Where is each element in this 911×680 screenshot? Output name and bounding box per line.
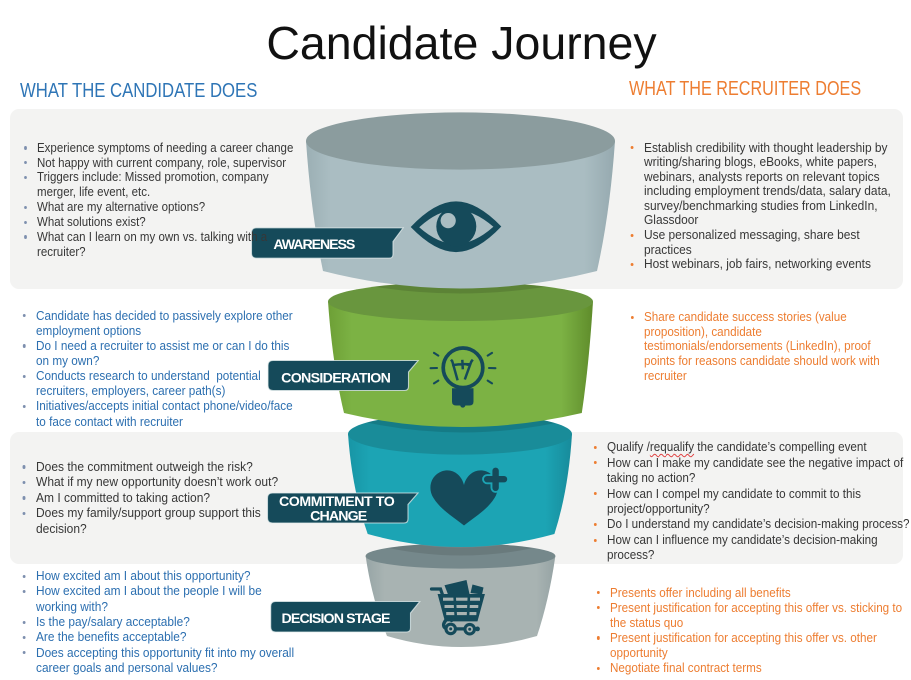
svg-text:COMMITMENT TO: COMMITMENT TO bbox=[279, 494, 395, 510]
svg-text:AWARENESS: AWARENESS bbox=[273, 237, 355, 253]
svg-text:DECISION STAGE: DECISION STAGE bbox=[282, 611, 391, 627]
svg-text:CHANGE: CHANGE bbox=[310, 509, 367, 525]
svg-text:CONSIDERATION: CONSIDERATION bbox=[281, 370, 391, 386]
